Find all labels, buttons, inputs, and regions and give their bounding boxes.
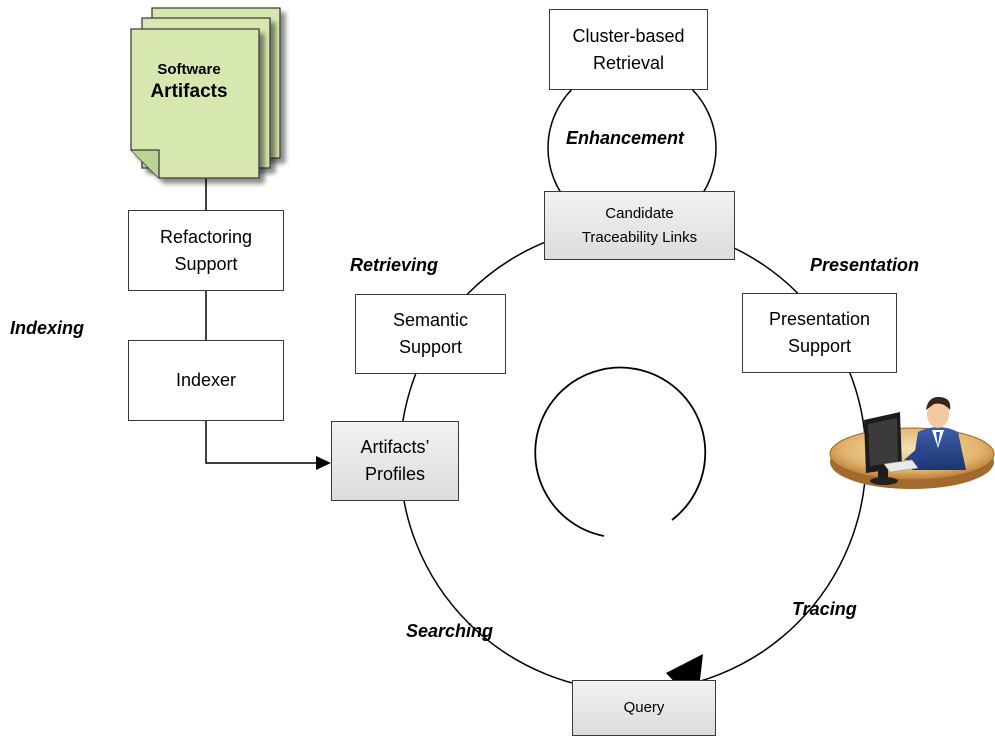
cycle-direction-arrow <box>534 366 707 537</box>
software-artifacts-line2: Artifacts <box>150 80 228 102</box>
presentation-label: Presentation <box>810 255 920 275</box>
software-artifacts-line1: Software <box>157 61 221 78</box>
user-at-desk-icon <box>829 396 995 489</box>
presentation-support-box: Presentation Support <box>742 293 897 373</box>
retrieving-label: Retrieving <box>350 255 439 275</box>
connector-indexer-profiles <box>205 421 318 464</box>
software-artifacts-document-stack <box>130 7 281 179</box>
searching-label: Searching <box>406 621 494 641</box>
candidate-traceability-links-box: Candidate Traceability Links <box>544 191 735 260</box>
tracing-label: Tracing <box>792 599 857 619</box>
indexing-label: Indexing <box>10 318 85 338</box>
refactoring-support-box: Refactoring Support <box>128 210 284 291</box>
software-artifacts-title: Software Artifacts <box>131 60 247 104</box>
query-box: Query <box>572 680 716 736</box>
connector-arrowhead <box>316 456 331 470</box>
indexer-box: Indexer <box>128 340 284 421</box>
semantic-support-box: Semantic Support <box>355 294 506 374</box>
cluster-based-retrieval-box: Cluster-based Retrieval <box>549 9 708 90</box>
artifacts-profiles-box: Artifacts’ Profiles <box>331 421 459 501</box>
enhancement-label: Enhancement <box>566 128 685 148</box>
